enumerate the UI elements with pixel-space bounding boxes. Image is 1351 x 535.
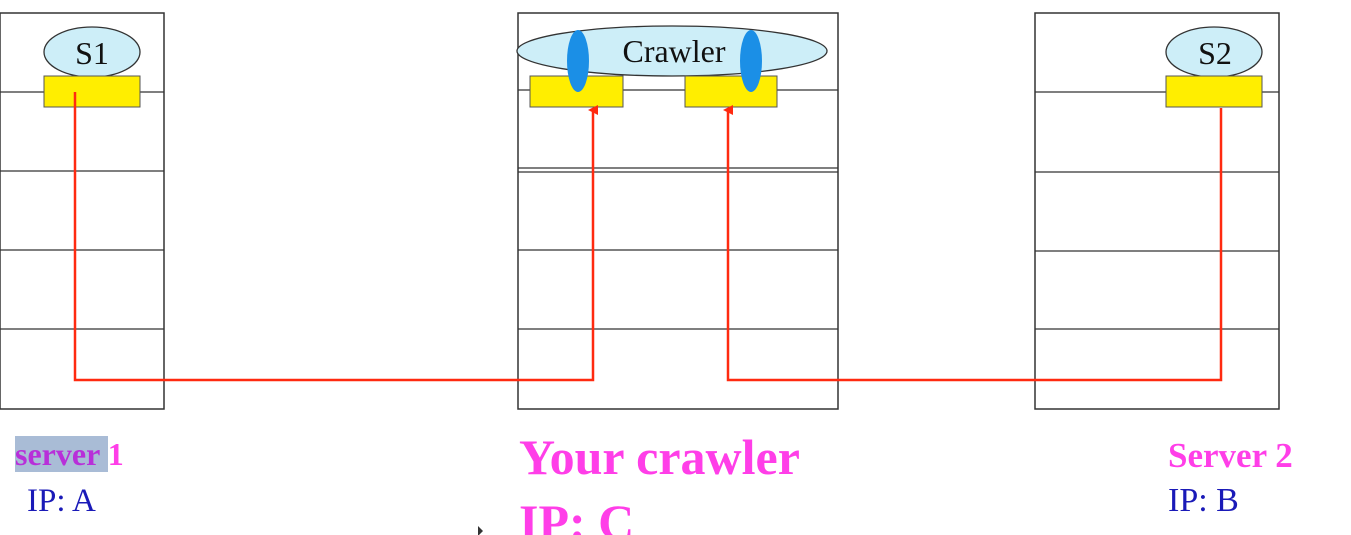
server2-ip: IP: B <box>1168 482 1239 519</box>
crawler-process-label: Crawler <box>622 33 725 69</box>
server1-process-label: S1 <box>75 35 109 71</box>
connection-server1-to-crawler <box>73 92 598 382</box>
server1-ip: IP: A <box>27 483 96 519</box>
crawler-box <box>517 12 839 410</box>
server1-machine: S1 <box>0 12 165 410</box>
server1-title: server 1 <box>15 436 124 472</box>
server1-title-highlighted: server <box>15 436 108 472</box>
server2-process-label: S2 <box>1198 35 1232 71</box>
socket-icon <box>567 30 589 92</box>
crawler-machine: Crawler <box>516 12 839 410</box>
server2-machine: S2 <box>1034 12 1280 410</box>
connection-server2-to-crawler <box>723 105 1223 382</box>
crawler-title: Your crawler <box>519 429 800 485</box>
server1-port <box>43 75 141 108</box>
server1-title-rest: 1 <box>107 436 124 472</box>
server2-title: Server 2 <box>1168 436 1293 475</box>
crawler-ip: IP: C <box>519 494 635 535</box>
mouse-pointer-icon <box>478 526 483 535</box>
crawler-port-right <box>684 75 778 108</box>
socket-icon <box>740 30 762 92</box>
server2-port <box>1165 75 1263 108</box>
